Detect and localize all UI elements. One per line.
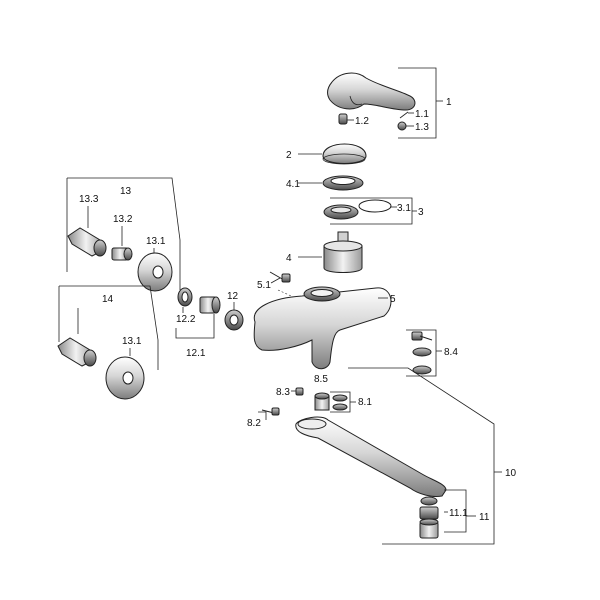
label-3: 3 <box>418 207 424 218</box>
aerator-washer <box>420 496 438 506</box>
label-12-2: 12.2 <box>176 314 196 325</box>
retaining-ring <box>323 204 359 220</box>
nut-12 <box>224 309 244 331</box>
spout <box>295 416 447 497</box>
label-8-1: 8.1 <box>358 397 372 408</box>
label-8-2: 8.2 <box>247 418 261 429</box>
label-4: 4 <box>286 253 292 264</box>
spout-connector-8-5 <box>314 392 330 411</box>
washer-8-4b <box>412 365 432 375</box>
lever-handle <box>327 72 416 111</box>
o-ring-8-1a <box>332 394 348 402</box>
label-11: 11 <box>479 512 490 523</box>
fixing-screw-8-4 <box>411 331 433 341</box>
handle-pin-1-1 <box>399 111 409 119</box>
handle-screw-1-2 <box>338 113 348 125</box>
screw-5-1 <box>269 271 291 283</box>
o-ring-8-1b <box>332 403 348 411</box>
label-8-3: 8.3 <box>276 387 290 398</box>
aerator-housing <box>419 518 439 539</box>
label-13-1a: 13.1 <box>146 236 166 247</box>
label-13-1b: 13.1 <box>122 336 142 347</box>
label-8-4: 8.4 <box>444 347 458 358</box>
mixer-body <box>253 286 392 370</box>
escutcheon-13-1a <box>137 252 173 292</box>
label-14: 14 <box>102 294 114 305</box>
label-1-1: 1.1 <box>415 109 429 120</box>
dome-cover <box>322 143 367 165</box>
label-5-1: 5.1 <box>257 280 271 291</box>
stem-13-2 <box>111 247 133 261</box>
ring-nut <box>322 175 364 191</box>
label-12: 12 <box>227 291 239 302</box>
clip-8-2 <box>261 407 280 416</box>
washer-12-2 <box>177 287 193 307</box>
label-12-1: 12.1 <box>186 348 206 359</box>
cartridge <box>323 231 363 273</box>
label-8-5: 8.5 <box>314 374 328 385</box>
label-4-1: 4.1 <box>286 179 300 190</box>
label-5: 5 <box>390 294 396 305</box>
valve-head-14 <box>57 337 97 367</box>
label-11-1: 11.1 <box>449 508 468 519</box>
escutcheon-13-1b <box>105 356 145 400</box>
gasket-seal-3-1 <box>358 199 392 213</box>
label-13-3: 13.3 <box>79 194 99 205</box>
label-1-2: 1.2 <box>355 116 369 127</box>
nipple-12-1 <box>199 296 221 314</box>
label-13: 13 <box>120 186 132 197</box>
handle-screw-1-3 <box>397 121 407 131</box>
label-3-1: 3.1 <box>397 203 411 214</box>
label-13-2: 13.2 <box>113 214 133 225</box>
screw-8-3 <box>295 387 304 396</box>
aerator-insert-11-1 <box>419 506 439 520</box>
label-10: 10 <box>505 468 517 479</box>
washer-8-4a <box>412 347 432 357</box>
label-1: 1 <box>446 97 452 108</box>
valve-head-13-3 <box>67 227 107 257</box>
label-2: 2 <box>286 150 292 161</box>
label-1-3: 1.3 <box>415 122 429 133</box>
